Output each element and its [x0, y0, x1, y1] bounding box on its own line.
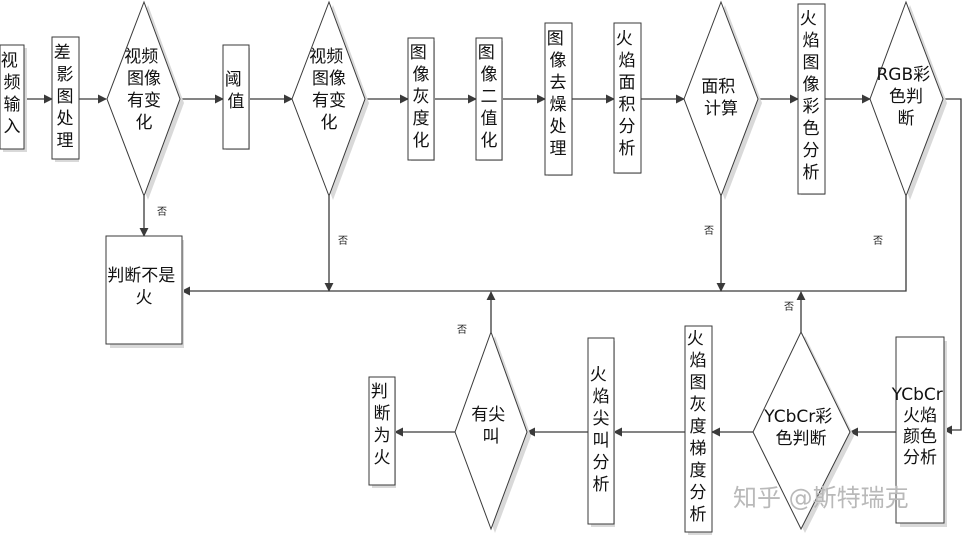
diamond-video-change-2-label: 视频 图像有变化	[309, 47, 348, 133]
watermark-text: 知乎 @斯特瑞克	[733, 484, 909, 512]
arrow-rgb-no-collector	[181, 196, 907, 296]
box-not-fire: 判断不是 火	[105, 235, 184, 348]
box-gradient-label: 火 焰图灰度梯度分析	[687, 329, 709, 525]
connectors	[24, 94, 962, 437]
diamond-video-change-2: 视频 图像有变化	[291, 0, 369, 200]
diamond-area-calc-label: 面积 计算	[701, 77, 740, 119]
arrow-rgb-to-ycbcr	[943, 98, 962, 435]
box-diff-image: 差 影图处理	[51, 36, 80, 162]
diamond-rgb-judge: RGB彩 色判断	[869, 0, 947, 200]
no-label-rgb: 否	[873, 235, 883, 247]
box-denoise: 图 像去燥处理	[544, 22, 573, 176]
diamond-has-tip: 有尖 叫	[454, 330, 531, 533]
no-label-calc: 否	[704, 225, 714, 237]
diamond-ycbcr-judge-label: YCbCr彩 色判断	[763, 407, 837, 449]
box-color-analysis: 火 焰图像彩色分析	[797, 3, 826, 195]
box-threshold-label: 阈 值	[225, 70, 247, 112]
diamond-rgb-judge-label: RGB彩 色判断	[876, 65, 935, 129]
box-area-analysis: 火 焰面积分析	[613, 22, 642, 174]
box-gray: 图 像灰度化	[407, 37, 435, 161]
diamond-has-tip-label: 有尖 叫	[471, 405, 510, 447]
box-is-fire: 判 断为火	[368, 376, 396, 488]
diamond-area-calc: 面积 计算	[683, 0, 762, 200]
box-tip-analysis: 火 焰尖叫分析	[587, 337, 615, 527]
box-threshold: 阈 值	[222, 44, 250, 150]
box-tip-analysis-label: 火 焰尖叫分析	[590, 365, 612, 495]
box-video-input-label: 视 频输入	[1, 51, 23, 137]
no-label-tip: 否	[457, 324, 467, 336]
box-color-analysis-label: 火 焰图像彩色分析	[800, 9, 822, 183]
box-not-fire-label: 判断不是 火	[107, 266, 180, 308]
box-ycbcr-analysis: YCbCr 火焰颜色分析	[891, 336, 948, 527]
box-denoise-label: 图 像去燥处理	[547, 29, 569, 159]
no-label-change1: 否	[157, 206, 167, 218]
box-gray-label: 图 像灰度化	[410, 43, 432, 151]
no-label-change2: 否	[338, 235, 348, 247]
no-label-ycbcr: 否	[784, 301, 794, 313]
diamond-video-change-1: 视频 图像有变化	[106, 0, 184, 200]
box-area-analysis-label: 火 焰面积分析	[616, 29, 638, 159]
box-binary: 图 像二值化	[475, 37, 503, 161]
diamond-video-change-1-label: 视频 图像有变化	[124, 47, 163, 133]
box-ycbcr-analysis-label: YCbCr 火焰颜色分析	[891, 385, 948, 468]
box-is-fire-label: 判 断为火	[371, 382, 393, 468]
diamond-ycbcr-judge: YCbCr彩 色判断	[752, 330, 854, 533]
box-gradient: 火 焰图灰度梯度分析	[684, 325, 713, 535]
box-diff-image-label: 差 影图处理	[54, 43, 76, 151]
box-video-input: 视 频输入	[0, 44, 27, 152]
box-binary-label: 图 像二值化	[478, 43, 500, 151]
